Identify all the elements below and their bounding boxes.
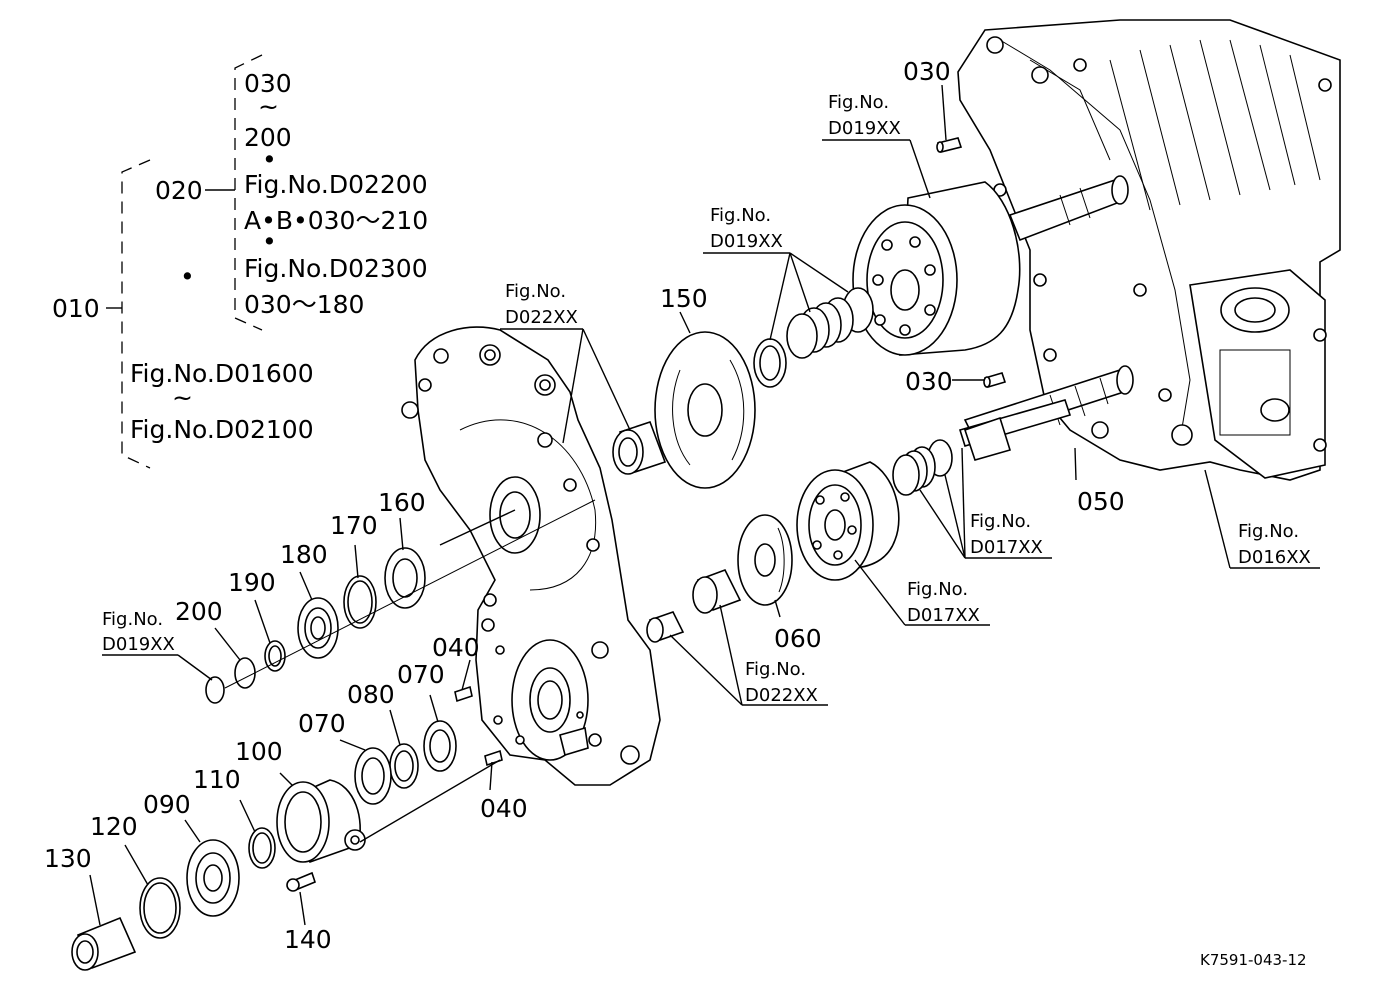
housing-upper-shaft <box>1008 175 1129 242</box>
tree-range-a-tilde: ~ <box>258 92 279 121</box>
valve-plate-150 <box>654 331 756 489</box>
pin-030-upper <box>936 137 963 153</box>
tree-fig-d02200: Fig.No.D02200 <box>244 170 428 199</box>
drawing-code: K7591-043-12 <box>1200 951 1307 969</box>
tree-range-b: 030～180 <box>244 290 364 319</box>
tree-ab-range: A•B•030～210 <box>244 206 428 235</box>
ref-d016: Fig.No. D016XX <box>1238 521 1311 568</box>
part-labels: 030 030 050 150 060 160 170 180 190 200 … <box>44 57 1125 954</box>
center-cover-housing <box>401 326 661 786</box>
label-030-upper: 030 <box>903 57 951 86</box>
cooling-fins <box>1109 39 1321 211</box>
cover-ports <box>401 344 640 765</box>
snap-ring-200 <box>234 657 256 689</box>
seal-160 <box>384 547 426 609</box>
label-110: 110 <box>193 765 241 794</box>
svg-text:D019XX: D019XX <box>828 118 901 139</box>
ref-d017-a: Fig.No. D017XX <box>970 511 1043 558</box>
svg-text:D019XX: D019XX <box>710 231 783 252</box>
svg-text:D016XX: D016XX <box>1238 547 1311 568</box>
tree-child-020: 020 <box>155 176 203 205</box>
ref-d022-bottom: Fig.No. D022XX <box>745 659 818 706</box>
svg-text:Fig.No.: Fig.No. <box>828 92 889 113</box>
svg-text:Fig.No.: Fig.No. <box>970 511 1031 532</box>
label-180: 180 <box>280 540 328 569</box>
snap-ring-110 <box>248 827 276 869</box>
upper-snap-ring <box>753 338 787 388</box>
tree-dot-3: • <box>180 262 195 291</box>
label-090: 090 <box>143 790 191 819</box>
ref-d019-top: Fig.No. D019XX <box>828 92 901 139</box>
seal-070-lower <box>354 747 392 805</box>
tree-range-a-end: 200 <box>244 123 292 152</box>
lower-bearings <box>646 569 742 643</box>
svg-text:Fig.No.: Fig.No. <box>745 659 806 680</box>
bolt-140 <box>286 871 316 892</box>
tree-range-a-start: 030 <box>244 69 292 98</box>
label-140: 140 <box>284 925 332 954</box>
snap-ring-120 <box>139 877 181 939</box>
label-160: 160 <box>378 488 426 517</box>
ref-d022-top: Fig.No. D022XX <box>505 281 578 328</box>
label-190: 190 <box>228 568 276 597</box>
tree-tilde-2: ~ <box>172 383 193 412</box>
label-170: 170 <box>330 511 378 540</box>
assembly-tree: 010 020 • 030 ~ 200 • Fig.No.D02200 A•B•… <box>52 54 428 469</box>
label-050: 050 <box>1077 487 1125 516</box>
upper-spring-assembly <box>786 287 874 359</box>
tree-fig-d01600: Fig.No.D01600 <box>130 359 314 388</box>
svg-text:Fig.No.: Fig.No. <box>1238 521 1299 542</box>
label-040-lower: 040 <box>480 794 528 823</box>
upper-stack-axis <box>224 499 596 689</box>
label-150: 150 <box>660 284 708 313</box>
upper-needle-bearing <box>612 420 667 475</box>
tree-dot-2: • <box>262 227 277 256</box>
label-060: 060 <box>774 624 822 653</box>
label-200: 200 <box>175 597 223 626</box>
leader-lines <box>89 84 1320 926</box>
label-070-upper: 070 <box>397 660 445 689</box>
label-080: 080 <box>347 680 395 709</box>
pin-030-lower <box>983 372 1007 388</box>
bearing-180 <box>297 597 339 659</box>
svg-text:D017XX: D017XX <box>970 537 1043 558</box>
ref-d019-mid: Fig.No. D019XX <box>710 205 783 252</box>
svg-text:D022XX: D022XX <box>505 307 578 328</box>
label-040-upper: 040 <box>432 633 480 662</box>
tree-fig-d02300: Fig.No.D02300 <box>244 254 428 283</box>
end-ring-d019 <box>205 676 225 704</box>
label-030-lower: 030 <box>905 367 953 396</box>
label-120: 120 <box>90 812 138 841</box>
label-130: 130 <box>44 844 92 873</box>
snap-ring-170 <box>343 575 377 629</box>
washer-080 <box>389 743 419 789</box>
svg-text:D022XX: D022XX <box>745 685 818 706</box>
upper-cylinder-block <box>852 181 1021 356</box>
svg-text:Fig.No.: Fig.No. <box>102 609 163 630</box>
svg-text:Fig.No.: Fig.No. <box>505 281 566 302</box>
ref-d019-left: Fig.No. D019XX <box>102 609 175 655</box>
svg-text:Fig.No.: Fig.No. <box>907 579 968 600</box>
seal-070-upper <box>423 720 457 772</box>
lower-cylinder-block <box>796 461 900 581</box>
valve-plate-060 <box>737 514 793 606</box>
svg-text:D019XX: D019XX <box>102 634 175 655</box>
label-100: 100 <box>235 737 283 766</box>
label-070-lower: 070 <box>298 709 346 738</box>
pins-040 <box>454 685 503 767</box>
lower-shaft <box>958 399 1072 461</box>
bearing-090 <box>186 839 240 917</box>
tree-dot-1: • <box>262 145 277 174</box>
housing-bolt-holes <box>986 36 1332 452</box>
ref-d017-b: Fig.No. D017XX <box>907 579 980 626</box>
tree-root-010: 010 <box>52 294 100 323</box>
bearing-holder-100 <box>276 779 366 864</box>
tree-fig-d02100: Fig.No.D02100 <box>130 415 314 444</box>
svg-text:D017XX: D017XX <box>907 605 980 626</box>
figure-references: Fig.No. D019XX Fig.No. D019XX Fig.No. D0… <box>102 92 1311 706</box>
sleeve-130 <box>71 916 137 971</box>
lower-spring <box>892 446 936 496</box>
svg-text:Fig.No.: Fig.No. <box>710 205 771 226</box>
